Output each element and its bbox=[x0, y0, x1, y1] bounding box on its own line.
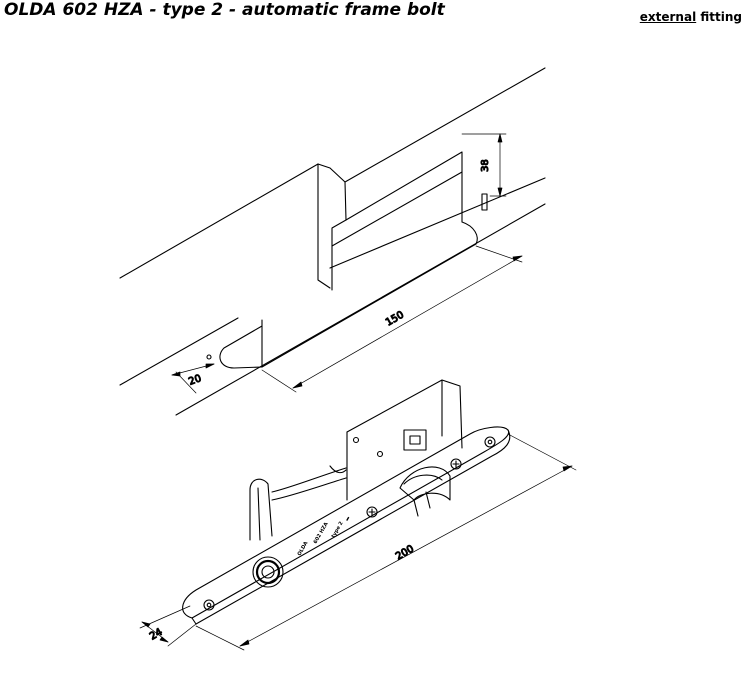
spring-curl bbox=[329, 465, 347, 474]
dimension-20 bbox=[171, 363, 215, 394]
recess-end bbox=[461, 221, 478, 245]
latch-tongue-side bbox=[413, 499, 419, 517]
fitting-label: external fitting bbox=[640, 10, 742, 24]
screw-left bbox=[203, 599, 215, 611]
frame-profile-view: 38 150 20 bbox=[119, 67, 546, 416]
dim-20-arrow-right bbox=[205, 363, 215, 369]
latch-tongue bbox=[399, 466, 451, 501]
screw-upper-left bbox=[366, 506, 378, 518]
screw-left-slot bbox=[206, 602, 212, 608]
screw-upper-right bbox=[450, 458, 462, 470]
page-title: OLDA 602 HZA - type 2 - automatic frame … bbox=[4, 0, 445, 20]
frame-step-profile bbox=[317, 163, 347, 291]
frame-step-hidden bbox=[331, 171, 463, 247]
bracket-hole-1 bbox=[352, 436, 360, 444]
dim-20-label: 20 bbox=[187, 373, 203, 388]
plate-engraving: OLDA 602 HZA type 2 bbox=[297, 516, 350, 557]
dim-24-arrow-top bbox=[141, 621, 151, 628]
slide-block-window bbox=[409, 435, 421, 445]
release-button bbox=[252, 556, 284, 588]
frame-bolt-view: OLDA 602 HZA type 2 200 24 bbox=[139, 379, 577, 651]
dim-200-arrow-left bbox=[239, 639, 250, 647]
dimension-38 bbox=[461, 133, 507, 197]
bolt-cylinder bbox=[249, 478, 273, 541]
recess-outline bbox=[219, 319, 263, 369]
frame-rear-edge bbox=[175, 203, 546, 416]
dim-38-arrow-top bbox=[497, 133, 503, 143]
bolt-body-back bbox=[346, 379, 463, 449]
frame-step-top bbox=[345, 151, 463, 223]
face-plate bbox=[182, 426, 510, 619]
recess-back-edge bbox=[261, 243, 477, 368]
dimension-150 bbox=[261, 245, 523, 393]
dim-38-label: 38 bbox=[480, 159, 491, 172]
dim-24-arrow-bottom bbox=[159, 636, 169, 643]
dim-150-extension-left bbox=[261, 369, 297, 393]
dim-150-label: 150 bbox=[384, 310, 406, 329]
engraving-brand: OLDA bbox=[297, 541, 310, 557]
release-button-outer bbox=[252, 556, 284, 588]
frame-top-edge-left bbox=[119, 163, 319, 279]
dim-200-extension-left bbox=[195, 625, 245, 651]
frame-middle-edge bbox=[329, 177, 546, 269]
face-plate-lower-edge bbox=[195, 429, 511, 625]
screw-hole-mark bbox=[206, 354, 212, 360]
slide-block bbox=[403, 429, 427, 451]
bolt-cylinder-edge bbox=[257, 487, 261, 541]
dim-20-arrow-left bbox=[171, 371, 181, 377]
screw-left-head bbox=[203, 599, 215, 611]
screw-upper-right-head bbox=[450, 458, 462, 470]
dim-150-arrow-left bbox=[292, 381, 303, 389]
spring-lever-inner bbox=[271, 477, 347, 501]
latch-tongue-side-2 bbox=[425, 491, 431, 509]
fitting-label-text: fitting bbox=[700, 10, 742, 24]
dim-150-arrow-right bbox=[512, 255, 523, 262]
frame-inner-step bbox=[317, 163, 331, 289]
screw-right-head bbox=[484, 436, 496, 448]
screw-upper-left-head bbox=[366, 506, 378, 518]
dimension-24 bbox=[139, 605, 197, 647]
dim-200-arrow-right bbox=[562, 465, 573, 472]
engraving-type: type 2 bbox=[331, 520, 345, 539]
dim-38-arrow-bottom bbox=[497, 187, 503, 197]
dim-200-label: 200 bbox=[394, 544, 416, 563]
screw-right bbox=[484, 436, 496, 448]
spring-lever bbox=[271, 467, 347, 493]
release-button-ring bbox=[255, 559, 281, 585]
dim-200-extension-right bbox=[507, 433, 577, 471]
face-plate-thickness-left bbox=[191, 617, 197, 625]
engraving-tick bbox=[346, 516, 350, 521]
fitting-label-external: external bbox=[639, 10, 697, 24]
dim-150-line bbox=[292, 255, 523, 389]
frame-front-edge bbox=[119, 317, 239, 386]
latch-tongue-curve bbox=[403, 474, 443, 485]
dim-24-extension-bottom bbox=[167, 623, 197, 647]
frame-top-edge-right bbox=[344, 67, 546, 183]
screw-right-slot bbox=[487, 439, 493, 445]
bracket-hole-2 bbox=[376, 450, 384, 458]
dimension-200 bbox=[195, 433, 577, 651]
dim-200-line bbox=[239, 465, 573, 647]
release-button-core bbox=[261, 565, 275, 579]
locating-pin bbox=[481, 193, 488, 211]
